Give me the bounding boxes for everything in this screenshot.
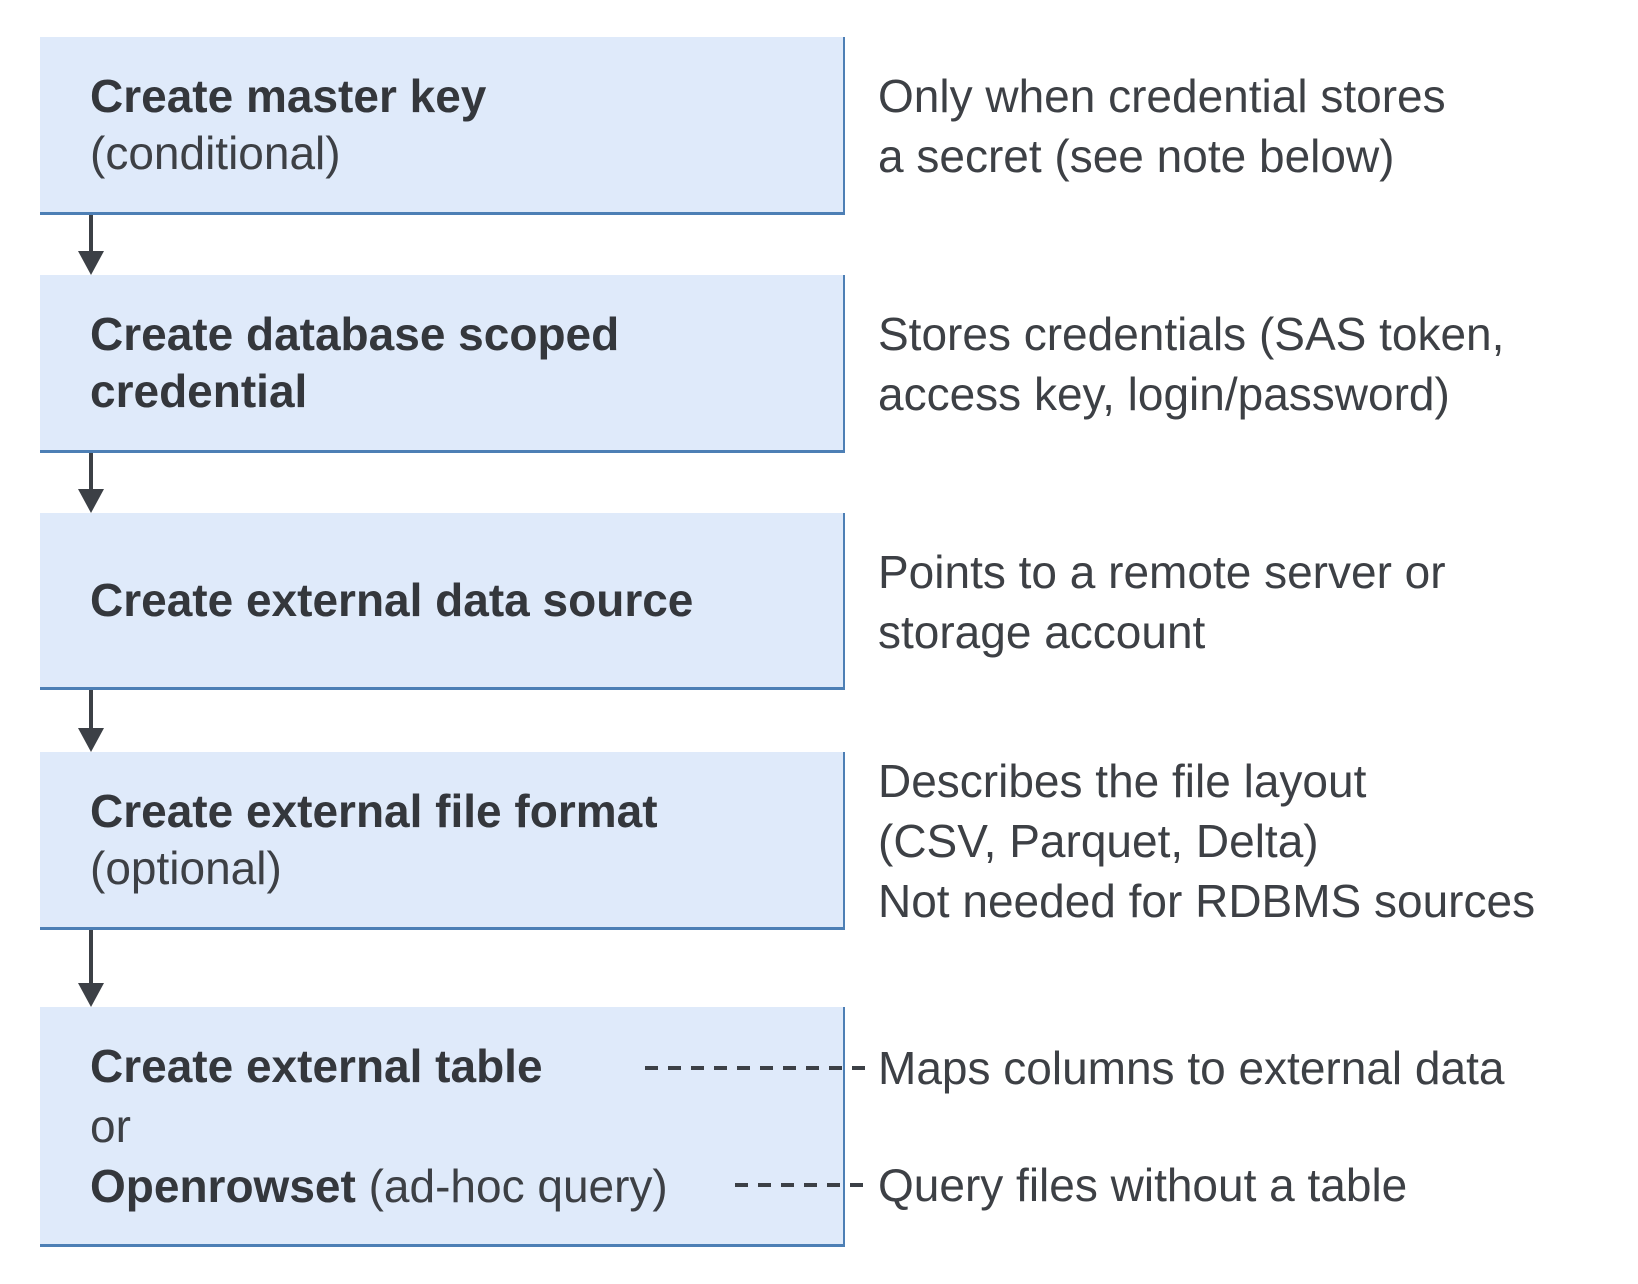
step-or-label: or [90, 1099, 131, 1152]
note-line: Stores credentials (SAS token, [878, 308, 1505, 360]
note-line: Points to a remote server or [878, 545, 1446, 598]
step-title: Create database scoped credential [90, 307, 620, 417]
step-box-create-database-scoped-credential: Create database scoped credential [40, 275, 845, 453]
note-line: a secret (see note below) [878, 130, 1395, 182]
step-subtitle: (optional) [90, 841, 282, 894]
note-external-table: Maps columns to external data [878, 1038, 1504, 1098]
step-box-create-external-data-source: Create external data source [40, 513, 845, 690]
note-line: storage account [878, 605, 1206, 658]
down-arrow-icon [78, 930, 104, 1007]
step-alt-title: Openrowset [90, 1159, 356, 1212]
note-line: Only when credential stores [878, 70, 1446, 122]
step-title: Create external table [90, 1039, 543, 1092]
note-line: access key, login/password) [878, 368, 1450, 420]
step-title: Create external data source [90, 573, 694, 626]
note-line: Describes the file layout [878, 755, 1367, 807]
note-master-key: Only when credential stores a secret (se… [878, 37, 1446, 215]
step-alt-suffix: (ad-hoc query) [355, 1159, 668, 1212]
step-box-create-external-file-format: Create external file format (optional) [40, 752, 845, 930]
note-line: Not needed for RDBMS sources [878, 875, 1536, 927]
note-external-data-source: Points to a remote server or storage acc… [878, 513, 1446, 690]
step-title: Create master key [90, 69, 487, 122]
note-line: Maps columns to external data [878, 1042, 1505, 1094]
down-arrow-icon [78, 453, 104, 513]
down-arrow-icon [78, 690, 104, 752]
dashed-connector-external-table [645, 1066, 868, 1070]
note-line: Query files without a table [878, 1159, 1408, 1211]
note-database-scoped-credential: Stores credentials (SAS token, access ke… [878, 275, 1504, 453]
step-subtitle: (conditional) [90, 126, 341, 179]
note-external-file-format: Describes the file layout (CSV, Parquet,… [878, 752, 1535, 930]
dashed-connector-openrowset [735, 1183, 868, 1187]
step-alt-line: Openrowset (ad-hoc query) [90, 1156, 803, 1216]
step-box-create-external-table-or-openrowset: Create external table or Openrowset (ad-… [40, 1007, 845, 1247]
note-openrowset: Query files without a table [878, 1155, 1407, 1215]
step-box-create-master-key: Create master key (conditional) [40, 37, 845, 215]
down-arrow-icon [78, 215, 104, 275]
step-title: Create external file format [90, 784, 658, 837]
note-line: (CSV, Parquet, Delta) [878, 815, 1319, 867]
